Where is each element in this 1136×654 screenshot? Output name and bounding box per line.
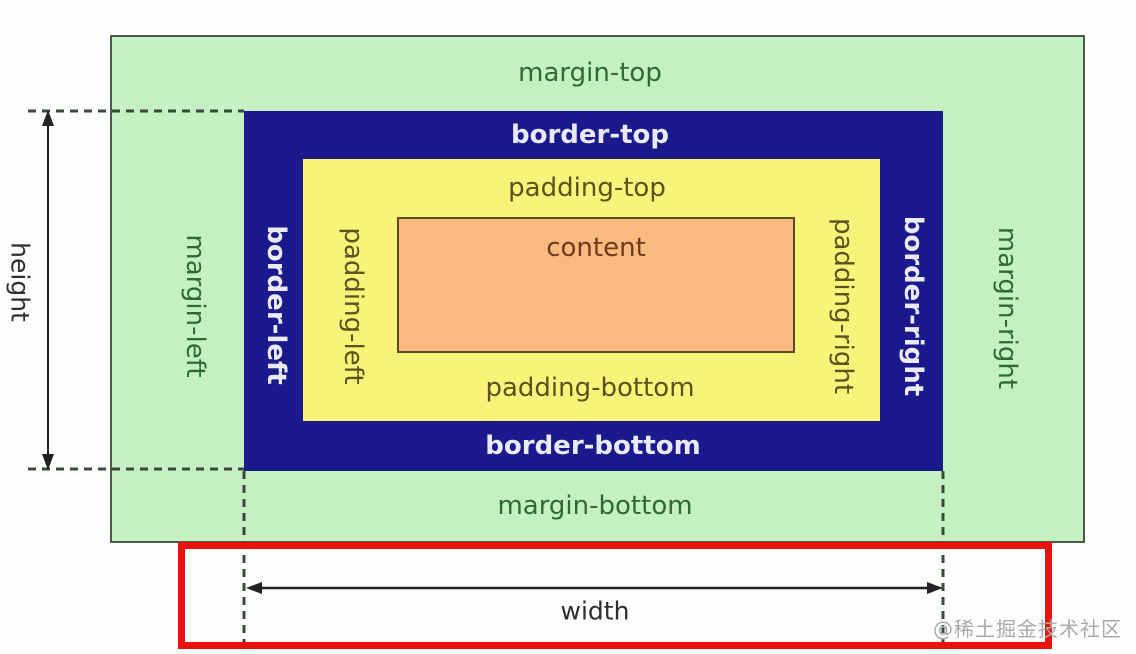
height-arrow xyxy=(42,110,54,470)
width-dimension-label: width xyxy=(560,596,630,626)
margin-bottom-label: margin-bottom xyxy=(497,491,693,521)
border-left-label: border-left xyxy=(261,225,291,385)
margin-top-label: margin-top xyxy=(518,58,662,88)
content-area xyxy=(397,217,795,353)
padding-bottom-label: padding-bottom xyxy=(485,373,695,403)
border-bottom-label: border-bottom xyxy=(485,431,701,461)
margin-left-label: margin-left xyxy=(180,234,210,378)
width-highlight-box xyxy=(178,542,1052,649)
padding-top-label: padding-top xyxy=(508,173,666,203)
height-dimension-label: height xyxy=(5,242,35,322)
border-right-label: border-right xyxy=(898,215,928,397)
padding-left-label: padding-left xyxy=(338,227,368,385)
watermark-text: @稀土掘金技术社区 xyxy=(933,617,1122,641)
border-top-label: border-top xyxy=(510,120,670,150)
margin-right-label: margin-right xyxy=(992,226,1022,390)
content-label: content xyxy=(546,233,646,263)
padding-right-label: padding-right xyxy=(828,217,858,395)
